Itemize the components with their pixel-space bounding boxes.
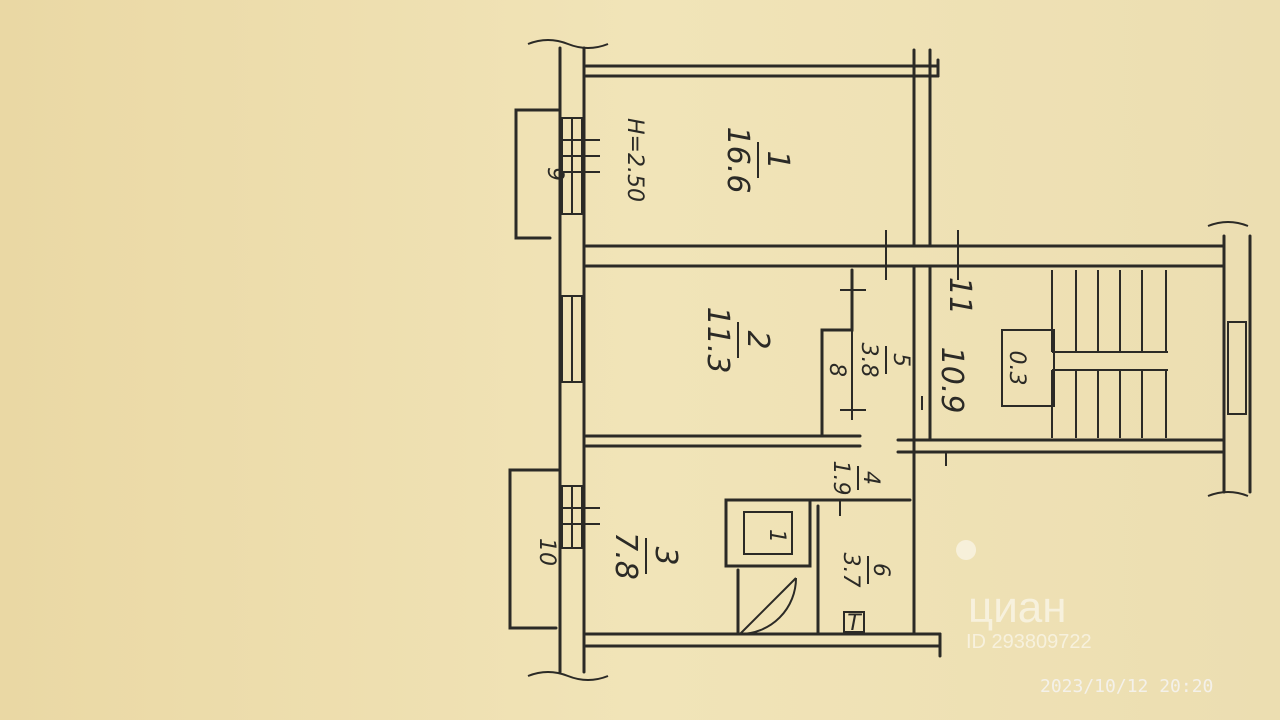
window-room-2 — [561, 295, 583, 383]
dimension-ticks — [839, 230, 959, 516]
room-1-area: 16.6 — [720, 127, 755, 194]
ceiling-height-note: H=2.50 — [622, 118, 647, 202]
room-11-number: 11 — [942, 277, 977, 315]
balcony-10 — [508, 468, 560, 630]
room-9-area: 10.9 — [934, 347, 969, 414]
toilet-symbol: T — [843, 611, 865, 636]
room-2-area: 11.3 — [700, 307, 735, 374]
balcony-9-label: 9 — [542, 167, 567, 181]
room-1-number: 1 — [760, 150, 795, 169]
room-5-area: 3.8 — [856, 343, 881, 378]
toilet-label: T — [847, 611, 862, 636]
room-2-number: 2 — [740, 330, 775, 349]
closet-5 — [820, 268, 866, 438]
room-7-number: 1 — [764, 529, 789, 543]
balcony-10-label: 10 — [534, 538, 559, 566]
room-6-area: 3.7 — [838, 553, 863, 588]
stairwell — [1001, 221, 1252, 497]
balcony-9 — [514, 108, 560, 240]
room-6-number: 6 — [868, 563, 893, 577]
room-4-area: 1.9 — [828, 461, 853, 496]
room-3-number: 3 — [648, 546, 683, 565]
partition-walls — [584, 244, 1226, 658]
room-8-area: 0.3 — [1004, 351, 1029, 386]
room-4-number: 4 — [858, 471, 883, 485]
room-3-area: 7.8 — [608, 532, 643, 580]
watermark-id: ID 293809722 — [966, 631, 1092, 653]
cian-watermark: циан ID 293809722 — [956, 540, 1092, 653]
corridor-wall — [912, 48, 932, 636]
watermark-brand: циан — [968, 583, 1067, 632]
exterior-wall — [527, 39, 609, 681]
closet-8-label: 8 — [824, 363, 849, 377]
window-room-3 — [561, 485, 600, 549]
top-wall — [584, 58, 940, 78]
bathroom-block — [724, 498, 912, 636]
photo-timestamp: 2023/10/12 20:20 — [1040, 676, 1213, 697]
room-5-number: 5 — [888, 353, 913, 367]
window-room-1 — [561, 117, 600, 215]
